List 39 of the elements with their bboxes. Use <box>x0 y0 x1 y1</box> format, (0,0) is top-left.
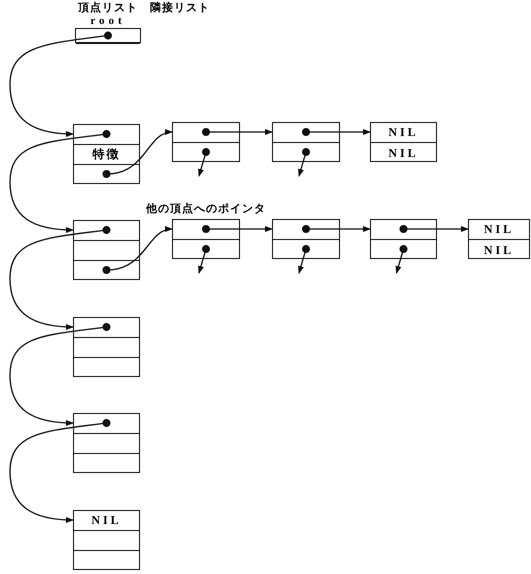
vertex-record-box <box>73 510 140 570</box>
adjacency-record-box <box>370 219 437 259</box>
pointer-arrow <box>9 419 110 523</box>
adjacency-record-box <box>172 219 240 259</box>
pointer-arrow <box>102 227 173 274</box>
annotation-text: 他の頂点へのポインタ <box>146 201 266 216</box>
pointer-arrow <box>202 225 273 233</box>
cell-text: NIL <box>484 242 514 258</box>
pointer-arrow <box>9 323 110 426</box>
pointer-arrow <box>298 148 310 177</box>
cell-text: NIL <box>484 222 514 237</box>
cell-text: NIL <box>91 513 122 528</box>
adjacency-record-box <box>172 122 240 162</box>
cell-text: NIL <box>388 146 419 160</box>
column-heading: 隣接リスト <box>150 0 210 15</box>
vertex-record-box <box>73 124 140 184</box>
column-heading: 頂点リスト <box>78 0 138 15</box>
pointer-arrow <box>302 225 371 233</box>
nil-record-box <box>370 122 437 162</box>
pointer-arrow <box>9 130 110 233</box>
pointer-arrow <box>198 245 210 274</box>
pointer-arrow <box>396 245 408 274</box>
adjacency-record-box <box>272 122 340 162</box>
pointer-arrow <box>9 32 112 137</box>
pointer-arrow <box>9 226 110 330</box>
pointer-arrow <box>202 128 273 136</box>
pointer-arrow <box>400 225 469 233</box>
vertex-record-box <box>73 413 140 473</box>
cell-text: NIL <box>388 125 419 140</box>
pointer-arrow <box>298 245 310 274</box>
pointer-arrow <box>302 128 371 136</box>
node-title: root <box>89 15 127 27</box>
vertex-record-box <box>73 317 140 377</box>
nil-record-box <box>468 219 530 259</box>
pointer-arrow <box>102 130 173 178</box>
adjacency-record-box <box>272 219 340 259</box>
cell-text: 特徴 <box>92 146 120 163</box>
vertex-record-box <box>73 220 140 280</box>
pointer-arrow <box>198 148 210 177</box>
